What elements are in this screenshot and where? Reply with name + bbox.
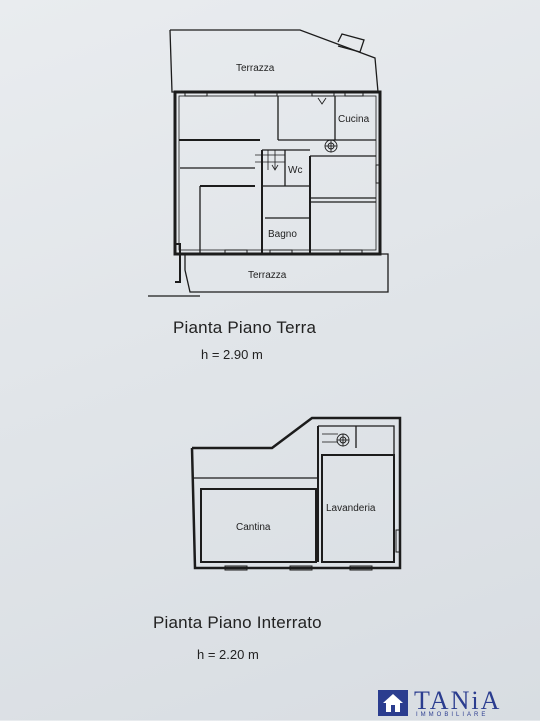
entry-arrow (317, 97, 327, 105)
logo-tagline: IMMOBILIARE (416, 712, 489, 718)
basement-title: Pianta Piano Interrato (153, 613, 322, 632)
room-label-terrazza-top: Terrazza (236, 63, 275, 74)
ground-floor-title: Pianta Piano Terra (173, 318, 317, 337)
basement-windows (224, 529, 401, 571)
side-wall (175, 243, 181, 283)
stair (255, 150, 285, 171)
top-terrace-outline (169, 29, 379, 93)
room-label-lavanderia: Lavanderia (326, 503, 376, 514)
boiler-symbol (324, 139, 338, 153)
room-label-wc: Wc (288, 165, 303, 176)
logo-name: TANiA (414, 686, 502, 715)
house-icon (378, 690, 408, 716)
basement-outer-wall (190, 416, 402, 570)
basement-height: h = 2.20 m (197, 647, 259, 662)
room-label-terrazza-bottom: Terrazza (248, 270, 287, 281)
room-label-cantina: Cantina (236, 522, 271, 533)
wall (318, 425, 395, 455)
basement-plan (190, 416, 402, 571)
room-label-bagno: Bagno (268, 229, 297, 240)
ground-floor-plan (148, 29, 389, 297)
agency-logo: TANiA IMMOBILIARE (378, 686, 540, 720)
cantina-walls (200, 488, 317, 563)
room-label-cucina: Cucina (338, 114, 370, 125)
basement-boiler-symbol (336, 433, 350, 447)
balcony-bump (337, 33, 365, 53)
lavanderia-walls (321, 454, 395, 563)
bottom-terrace-outline (184, 253, 389, 293)
ground-floor-height: h = 2.90 m (201, 347, 263, 362)
basement-stair (322, 433, 338, 443)
